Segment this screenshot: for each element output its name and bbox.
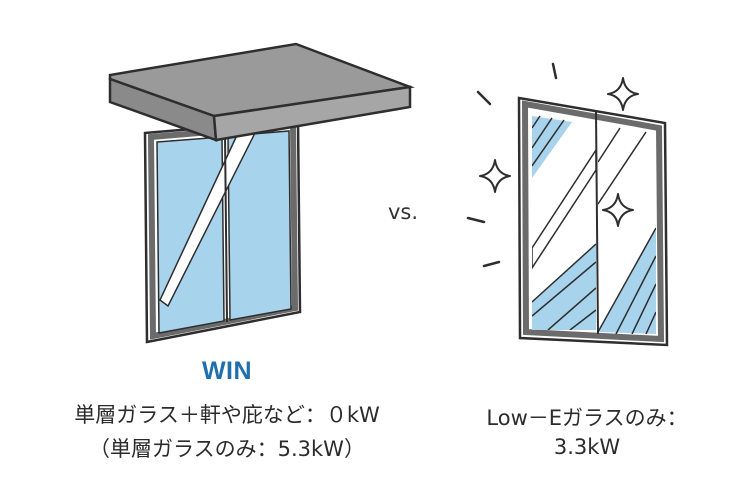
left-window bbox=[143, 118, 302, 344]
sparkle-icon-glass bbox=[602, 193, 634, 227]
win-title: WIN bbox=[201, 357, 253, 385]
left-window-divider bbox=[224, 134, 228, 323]
sparkle-icon-top bbox=[607, 77, 639, 111]
left-glass-pane-2 bbox=[227, 130, 292, 321]
shine-dashes bbox=[466, 62, 558, 268]
right-caption-line2: 3.3kW bbox=[553, 435, 621, 459]
sparkle-icon-left bbox=[479, 159, 511, 193]
right-window-frame-inner bbox=[521, 100, 665, 343]
right-glass-right-stripes bbox=[598, 127, 656, 334]
right-window-divider bbox=[595, 111, 599, 335]
eave bbox=[108, 42, 415, 142]
eave-side bbox=[212, 85, 412, 142]
left-caption-line2: （単層ガラスのみ：5.3kW） bbox=[89, 437, 365, 461]
right-glass-left-stripes bbox=[532, 115, 596, 330]
left-caption-line1: 単層ガラス＋軒や庇など：０kW bbox=[74, 403, 380, 427]
vs-label: vs. bbox=[387, 200, 419, 224]
right-window bbox=[517, 96, 669, 347]
sparkles bbox=[479, 77, 639, 227]
right-caption-line1: Low－Eガラスのみ： bbox=[486, 406, 688, 430]
